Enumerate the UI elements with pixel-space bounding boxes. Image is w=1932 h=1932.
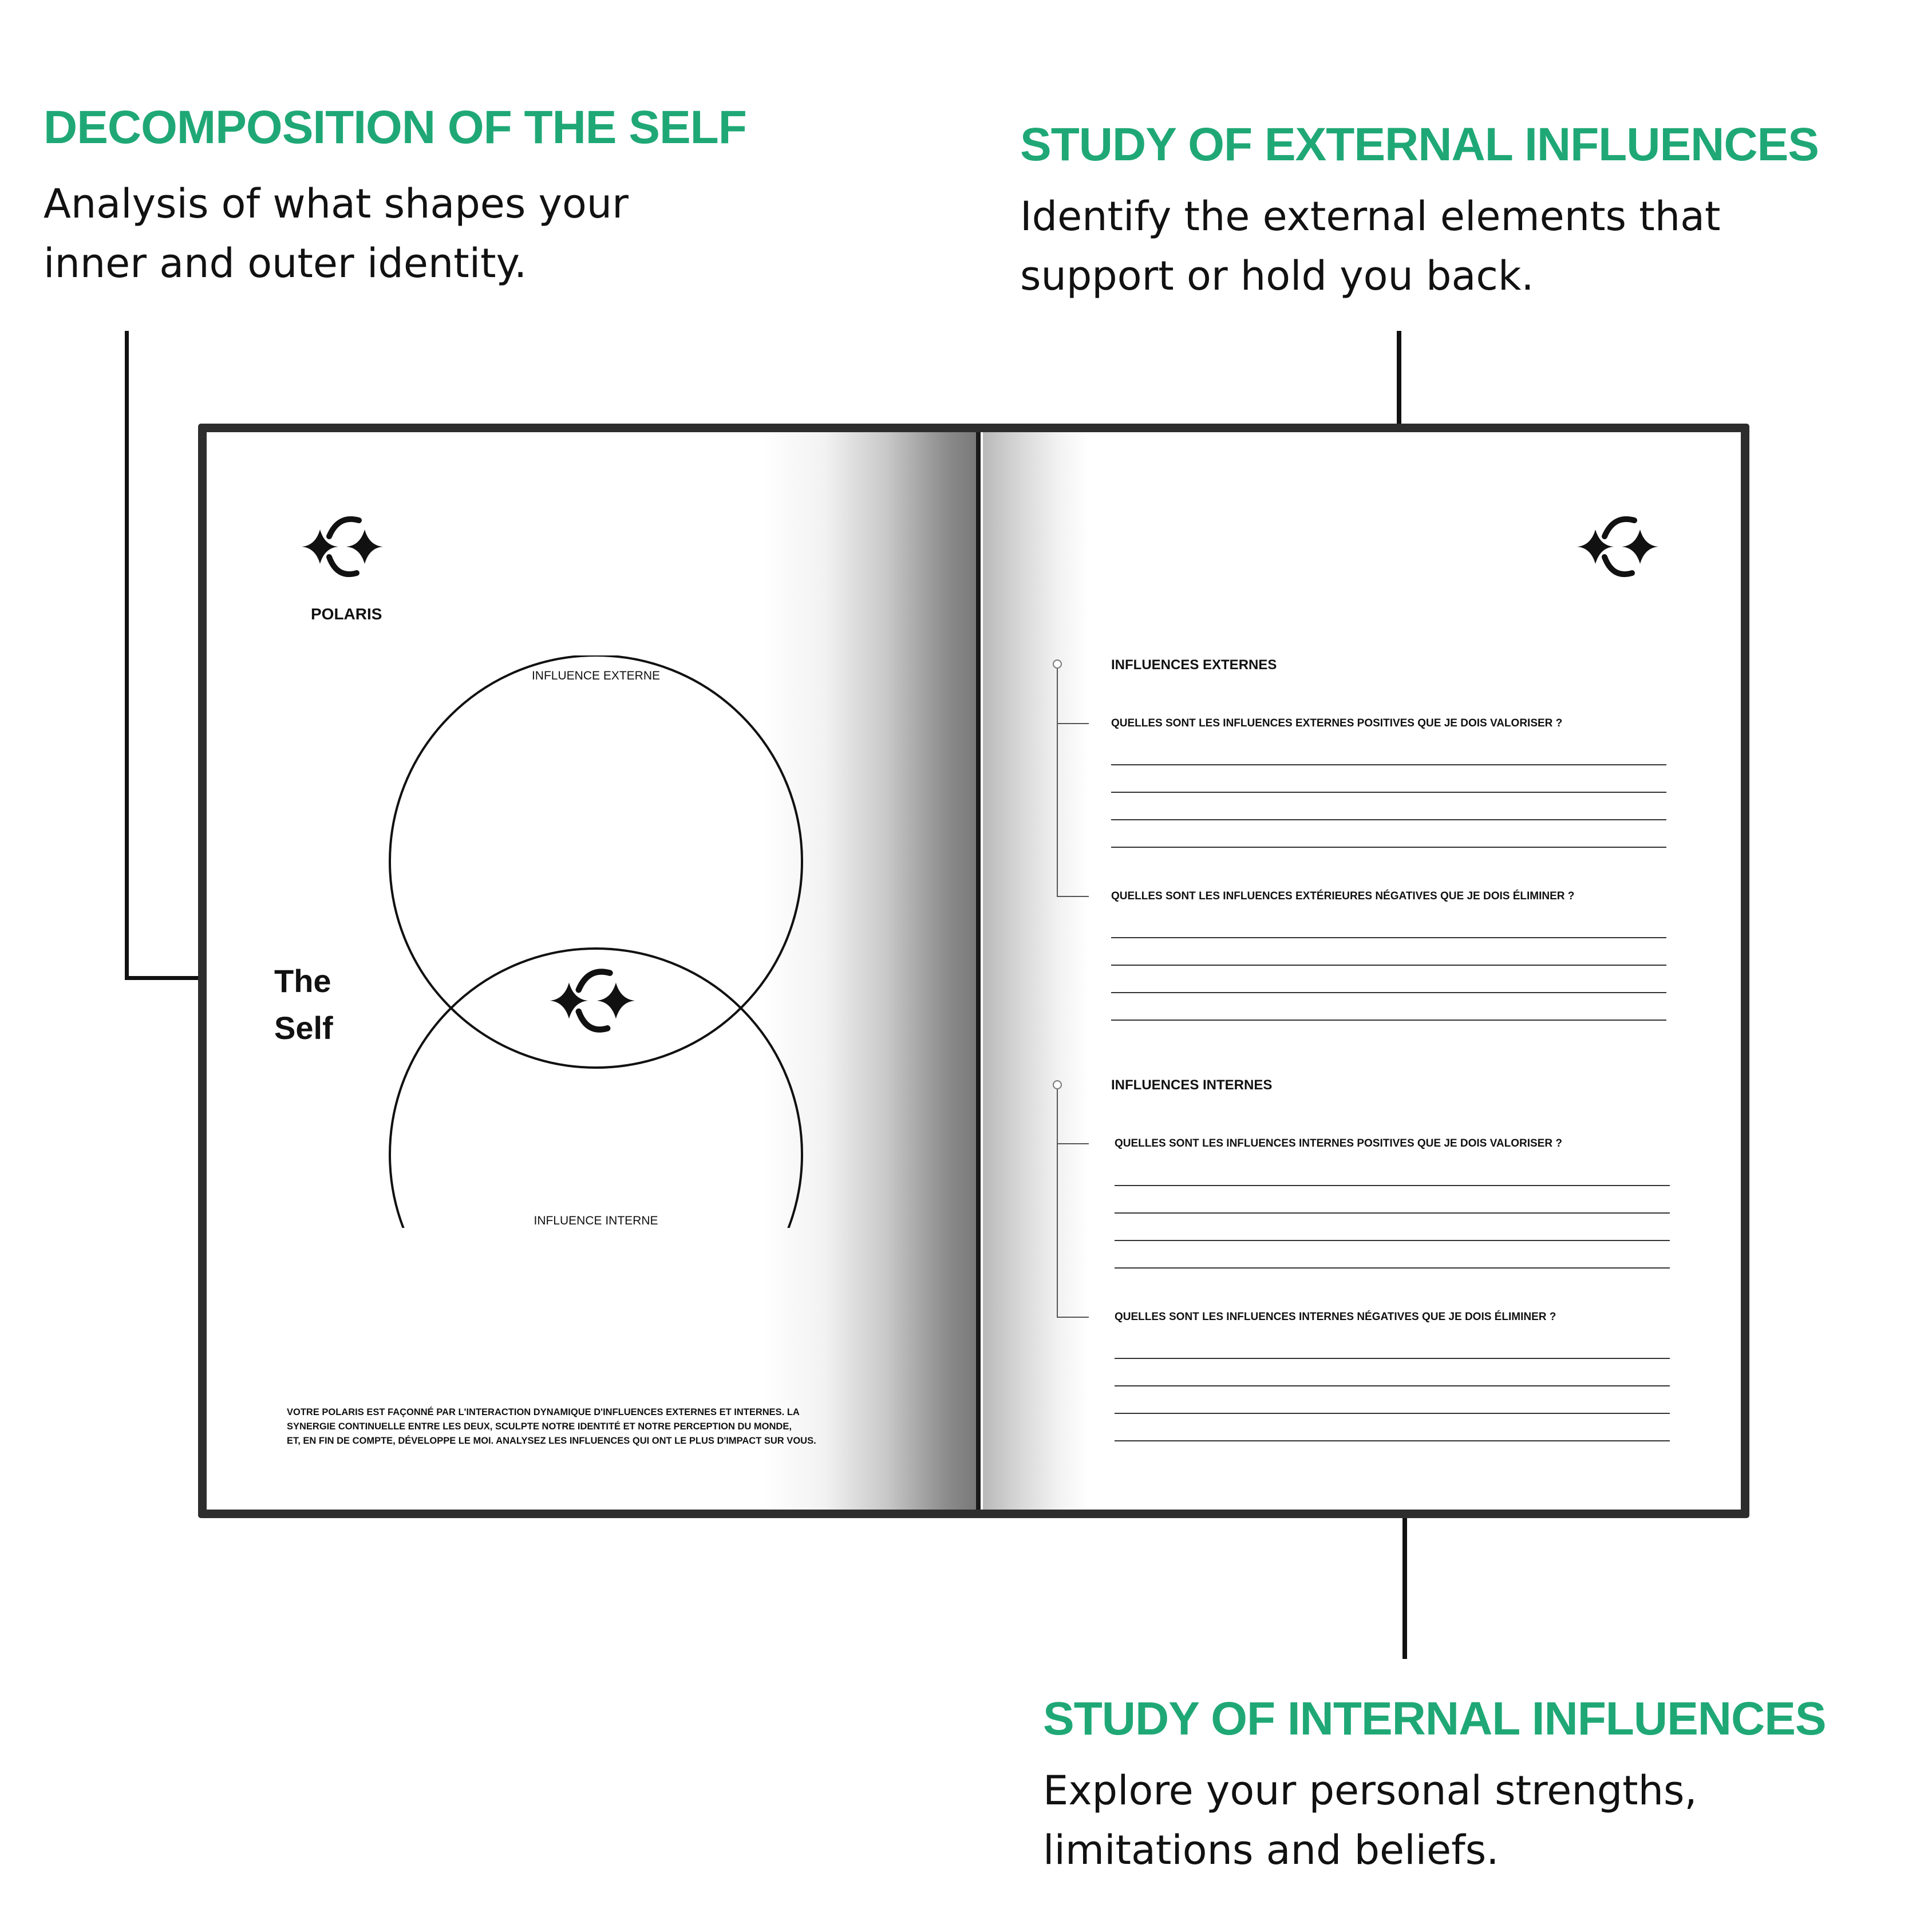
answer-line [1111,965,1666,966]
internal-branch-q2 [1057,1317,1089,1318]
callout-internal-line1: Explore your personal strengths, [1043,1767,1697,1814]
external-branch-q2 [1057,896,1089,897]
answer-line [1111,1020,1666,1021]
external-tree-line [1057,669,1058,896]
answer-line [1115,1413,1670,1414]
callout-external-line1: Identify the external elements that [1020,193,1721,240]
callout-external-desc: Identify the external elements that supp… [1020,187,1879,306]
left-page: POLARIS INFLUENCE EXTERNE INFLUENCE INTE… [207,432,979,1510]
answer-line [1115,1212,1670,1214]
polaris-center-icon [550,969,635,1033]
callout-internal-line2: limitations and beliefs. [1043,1827,1499,1874]
callout-internal-desc: Explore your personal strengths, limitat… [1043,1761,1902,1880]
venn-bottom-label: INFLUENCE INTERNE [534,1214,658,1227]
external-section-ring [1053,659,1062,669]
internal-section-ring [1053,1080,1062,1089]
callout-decomposition-desc: Analysis of what shapes your inner and o… [44,174,788,293]
answer-line [1111,792,1666,793]
callout-decomposition-line1: Analysis of what shapes your [44,180,629,227]
body-line2: SYNERGIE CONTINUELLE ENTRE LES DEUX, SCU… [287,1421,792,1432]
answer-line [1111,819,1666,820]
leader-internal-vertical [1402,1488,1407,1659]
body-line1: VOTRE POLARIS EST FAÇONNÉ PAR L'INTERACT… [287,1407,800,1417]
answer-line [1115,1185,1670,1186]
polaris-brand-name: POLARIS [311,605,382,623]
answer-line [1115,1440,1670,1441]
leader-decomposition-vertical [125,331,129,980]
internal-tree-line [1057,1089,1058,1317]
right-page: INFLUENCES EXTERNES QUELLES SONT LES INF… [983,432,1741,1510]
external-question-negative: QUELLES SONT LES INFLUENCES EXTÉRIEURES … [1111,890,1575,902]
answer-line [1115,1267,1670,1269]
internal-branch-q1 [1057,1143,1089,1144]
internal-question-positive: QUELLES SONT LES INFLUENCES INTERNES POS… [1115,1137,1562,1149]
answer-line [1115,1385,1670,1386]
venn-top-label: INFLUENCE EXTERNE [532,669,660,682]
body-line3: ET, EN FIN DE COMPTE, DÉVELOPPE LE MOI. … [287,1436,816,1446]
answer-line [1111,992,1666,993]
internal-section-title: INFLUENCES INTERNES [1111,1077,1273,1093]
answer-line [1111,847,1666,848]
callout-external-line2: support or hold you back. [1020,252,1534,299]
venn-diagram: INFLUENCE EXTERNE INFLUENCE INTERNE [389,655,803,1228]
answer-line [1111,764,1666,765]
answer-line [1111,937,1666,938]
internal-question-negative: QUELLES SONT LES INFLUENCES INTERNES NÉG… [1115,1311,1556,1323]
leader-decomposition-horizontal [125,976,251,980]
callout-decomposition-title: DECOMPOSITION OF THE SELF [44,101,747,153]
callout-decomposition: DECOMPOSITION OF THE SELF Analysis of wh… [44,104,788,293]
polaris-logo-icon-right [1577,516,1658,578]
callout-internal-title: STUDY OF INTERNAL INFLUENCES [1043,1693,1827,1745]
answer-line [1115,1240,1670,1241]
left-page-body-text: VOTRE POLARIS EST FAÇONNÉ PAR L'INTERACT… [287,1405,962,1448]
the-self-label: The Self [274,958,333,1052]
venn-circle-internal [389,947,803,1228]
external-branch-q1 [1057,723,1089,724]
answer-line [1115,1358,1670,1359]
external-section-title: INFLUENCES EXTERNES [1111,657,1277,673]
leader-external-vertical [1397,331,1401,503]
book-spine [976,432,981,1510]
venn-circle-external [389,655,803,1069]
callout-external: STUDY OF EXTERNAL INFLUENCES Identify th… [1020,121,1879,306]
callout-external-title: STUDY OF EXTERNAL INFLUENCES [1020,118,1819,171]
polaris-logo-icon [302,516,383,578]
open-notebook: POLARIS INFLUENCE EXTERNE INFLUENCE INTE… [198,424,1749,1518]
the-self-line1: The [274,963,331,999]
callout-decomposition-line2: inner and outer identity. [44,240,527,287]
the-self-line2: Self [274,1010,333,1046]
external-question-positive: QUELLES SONT LES INFLUENCES EXTERNES POS… [1111,717,1563,729]
callout-internal: STUDY OF INTERNAL INFLUENCES Explore you… [1043,1696,1902,1880]
